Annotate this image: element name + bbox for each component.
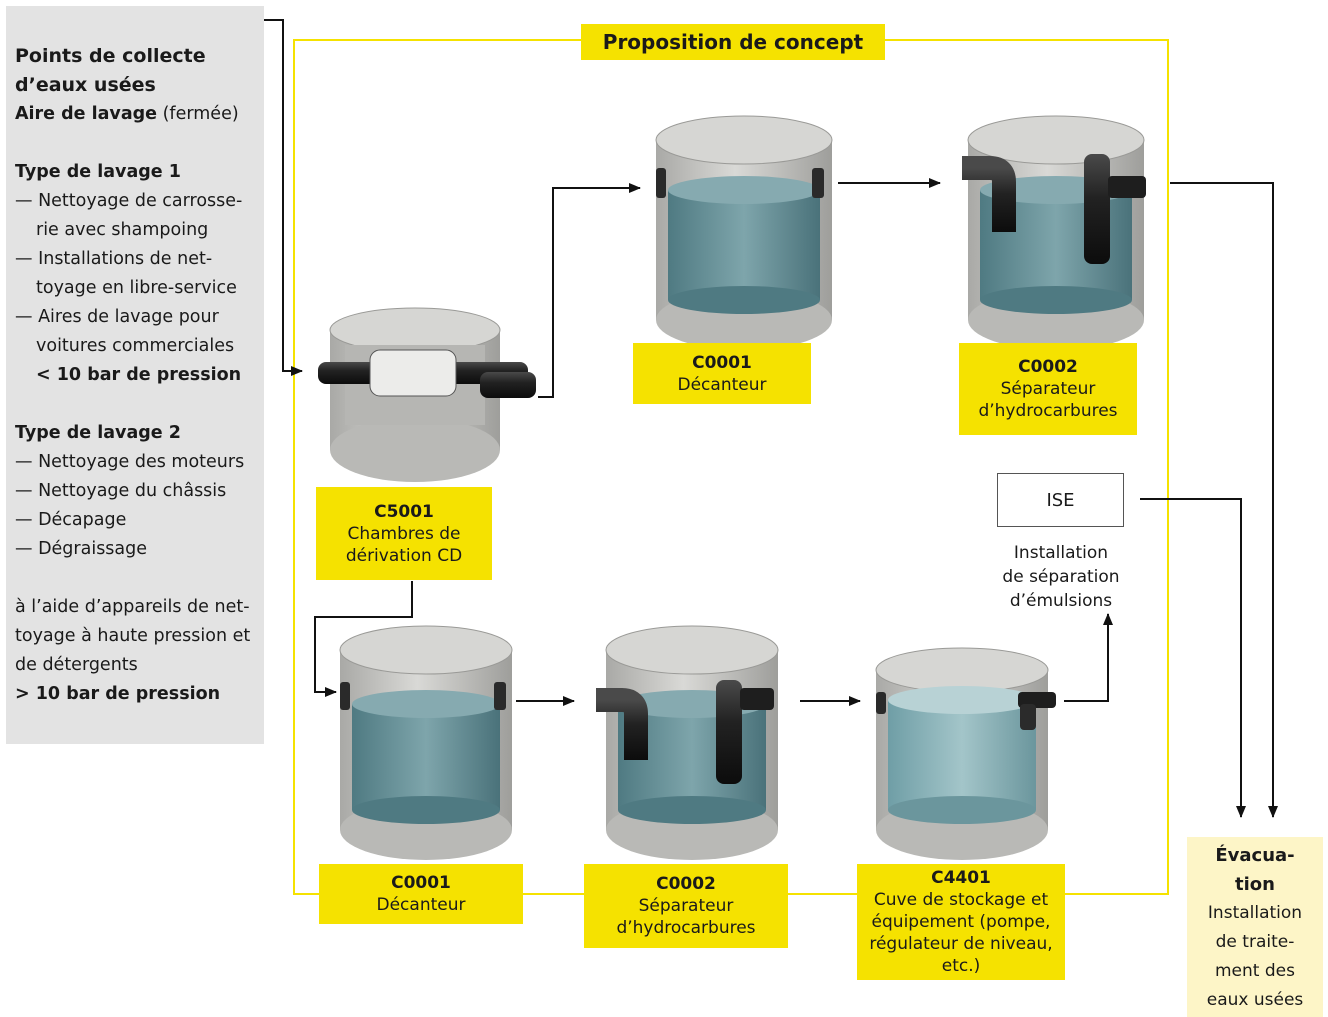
- type2-pressure: > 10 bar de pression: [15, 684, 221, 704]
- tank-separator-top: [962, 115, 1146, 350]
- evacuation-line: eaux usées: [1206, 990, 1304, 1010]
- type1-item-line: — Installations de net-: [15, 249, 213, 269]
- label-line: Décanteur: [677, 374, 767, 395]
- type1-title: Type de lavage 1: [15, 162, 181, 182]
- ise-caption-line: d’émulsions: [1009, 591, 1113, 611]
- note-line: de détergents: [15, 655, 138, 675]
- label-code: C4401: [931, 868, 991, 888]
- arrow-c5001-to-c0001-bottom: [314, 581, 413, 697]
- concept-title: Proposition de concept: [581, 24, 885, 60]
- label-c0001-top: C0001 Décanteur: [633, 343, 811, 404]
- arrow-ise-to-evacuation: [1140, 498, 1246, 818]
- label-line: Chambres de: [347, 523, 461, 544]
- label-line: Séparateur: [1000, 379, 1096, 399]
- label-line: Séparateur: [638, 896, 734, 916]
- label-line: équipement (pompe,: [871, 912, 1051, 932]
- type1-item-line: voitures commerciales: [36, 336, 235, 356]
- type1-item: — Nettoyage de carrosse-rie avec shampoi…: [15, 187, 264, 245]
- type1-item-line: — Nettoyage de carrosse-: [15, 191, 243, 211]
- ise-box: ISE: [997, 473, 1124, 527]
- label-line: dérivation CD: [345, 545, 463, 566]
- note-line: toyage à haute pression et: [15, 626, 251, 646]
- ise-caption-line: de séparation: [1002, 567, 1120, 587]
- label-code: C0002: [656, 874, 716, 894]
- label-code: C0001: [391, 873, 451, 893]
- label-c5001: C5001 Chambres de dérivation CD: [316, 487, 492, 580]
- label-line: Décanteur: [376, 895, 466, 915]
- ise-caption: Installation de séparation d’émulsions: [990, 541, 1132, 613]
- type1-item-line: rie avec shampoing: [36, 220, 209, 240]
- type2-item: — Dégraissage: [15, 539, 148, 559]
- label-c4401: C4401 Cuve de stockage et équipement (po…: [857, 864, 1065, 980]
- label-code: C5001: [374, 501, 434, 522]
- note-line: à l’aide d’appareils de net-: [15, 597, 250, 617]
- type2-item: — Décapage: [15, 510, 127, 530]
- type2-item: — Nettoyage du châssis: [15, 481, 227, 501]
- type1-item: — Installations de net-toyage en libre-s…: [15, 245, 264, 303]
- tank-decanter-bottom: [339, 625, 513, 860]
- arrow-c5001-to-c0001: [538, 183, 641, 398]
- tank-separator-bottom: [596, 625, 779, 860]
- type1-item-line: toyage en libre-service: [36, 278, 237, 298]
- label-line: etc.): [941, 956, 981, 976]
- type1-pressure: < 10 bar de pression: [36, 365, 242, 385]
- label-line: régulateur de niveau,: [869, 934, 1053, 954]
- label-code: C0002: [1018, 357, 1078, 377]
- panel-heading-line2: d’eaux usées: [15, 74, 156, 96]
- type1-item: — Aires de lavage pour voitures commercia…: [15, 303, 264, 361]
- wash-area-label: Aire de lavage: [15, 104, 158, 124]
- evacuation-title-line: Évacua-: [1215, 845, 1295, 866]
- evacuation-box: Évacua- tion Installation de traite- men…: [1187, 837, 1323, 1017]
- tank-storage: [875, 647, 1056, 860]
- evacuation-title-line: tion: [1235, 874, 1275, 895]
- label-c0001-bottom: C0001 Décanteur: [319, 864, 523, 924]
- label-line: d’hydrocarbures: [616, 918, 756, 938]
- wash-area-note: (fermée): [157, 104, 239, 124]
- label-c0002-bottom: C0002 Séparateur d’hydrocarbures: [584, 864, 788, 948]
- type2-title: Type de lavage 2: [15, 423, 181, 443]
- label-line: Cuve de stockage et: [873, 890, 1049, 910]
- panel-heading-line1: Points de collecte: [15, 45, 206, 67]
- wash-area-line: Aire de lavage (fermée): [15, 100, 264, 129]
- ise-caption-line: Installation: [1013, 543, 1109, 563]
- collection-points-panel: Points de collecte d’eaux usées Aire de …: [6, 6, 264, 744]
- arrow-c0002-to-evacuation: [1170, 182, 1278, 818]
- label-code: C0001: [692, 352, 752, 373]
- chamber-bypass: [318, 307, 536, 482]
- label-c0002-top: C0002 Séparateur d’hydrocarbures: [959, 343, 1137, 435]
- type1-item-line: — Aires de lavage pour: [15, 307, 219, 327]
- evacuation-line: de traite-: [1215, 932, 1295, 952]
- evacuation-line: ment des: [1215, 961, 1295, 981]
- inflow-arrow: [264, 19, 303, 376]
- type2-item: — Nettoyage des moteurs: [15, 452, 245, 472]
- evacuation-line: Installation: [1207, 903, 1303, 923]
- tank-decanter-top: [655, 115, 833, 350]
- label-line: d’hydrocarbures: [978, 401, 1118, 421]
- arrow-c4401-to-ise: [1064, 613, 1113, 702]
